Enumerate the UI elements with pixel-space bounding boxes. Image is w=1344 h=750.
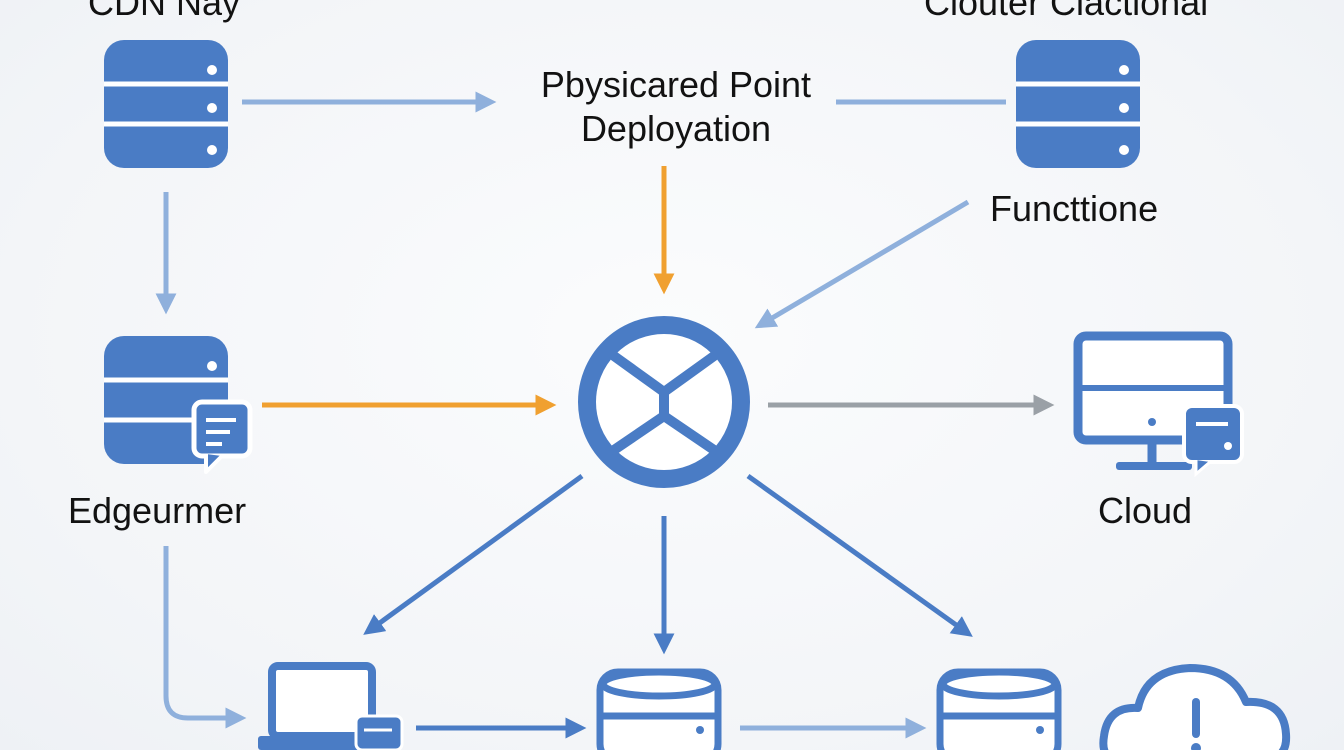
database-chat-icon bbox=[104, 336, 253, 474]
label-physical-line2: Deployation bbox=[580, 108, 772, 149]
database-icon bbox=[936, 668, 1062, 750]
cloud-alert-icon bbox=[1099, 664, 1291, 750]
laptop-icon bbox=[258, 662, 404, 750]
label-clouter: Clouter Clactional bbox=[924, 0, 1209, 23]
arrow-hub-to-right-database bbox=[746, 473, 973, 637]
database-icon bbox=[104, 40, 228, 168]
label-physical-line1: Pbysicared Point bbox=[540, 64, 812, 105]
label-functione: Functtione bbox=[990, 188, 1159, 229]
label-cloud: Cloud bbox=[1098, 490, 1193, 531]
label-cdn: CDN Nay bbox=[88, 0, 241, 23]
label-edgeurmer: Edgeurmer bbox=[68, 490, 247, 531]
arrow-edgeurmer-to-laptop bbox=[163, 546, 247, 729]
arrow-hub-to-laptop bbox=[363, 473, 584, 635]
hub-icon bbox=[578, 316, 750, 488]
database-icon bbox=[596, 668, 722, 750]
monitor-icon bbox=[1073, 331, 1244, 478]
arrow-functione-to-hub bbox=[754, 199, 970, 329]
database-icon bbox=[1016, 40, 1140, 168]
